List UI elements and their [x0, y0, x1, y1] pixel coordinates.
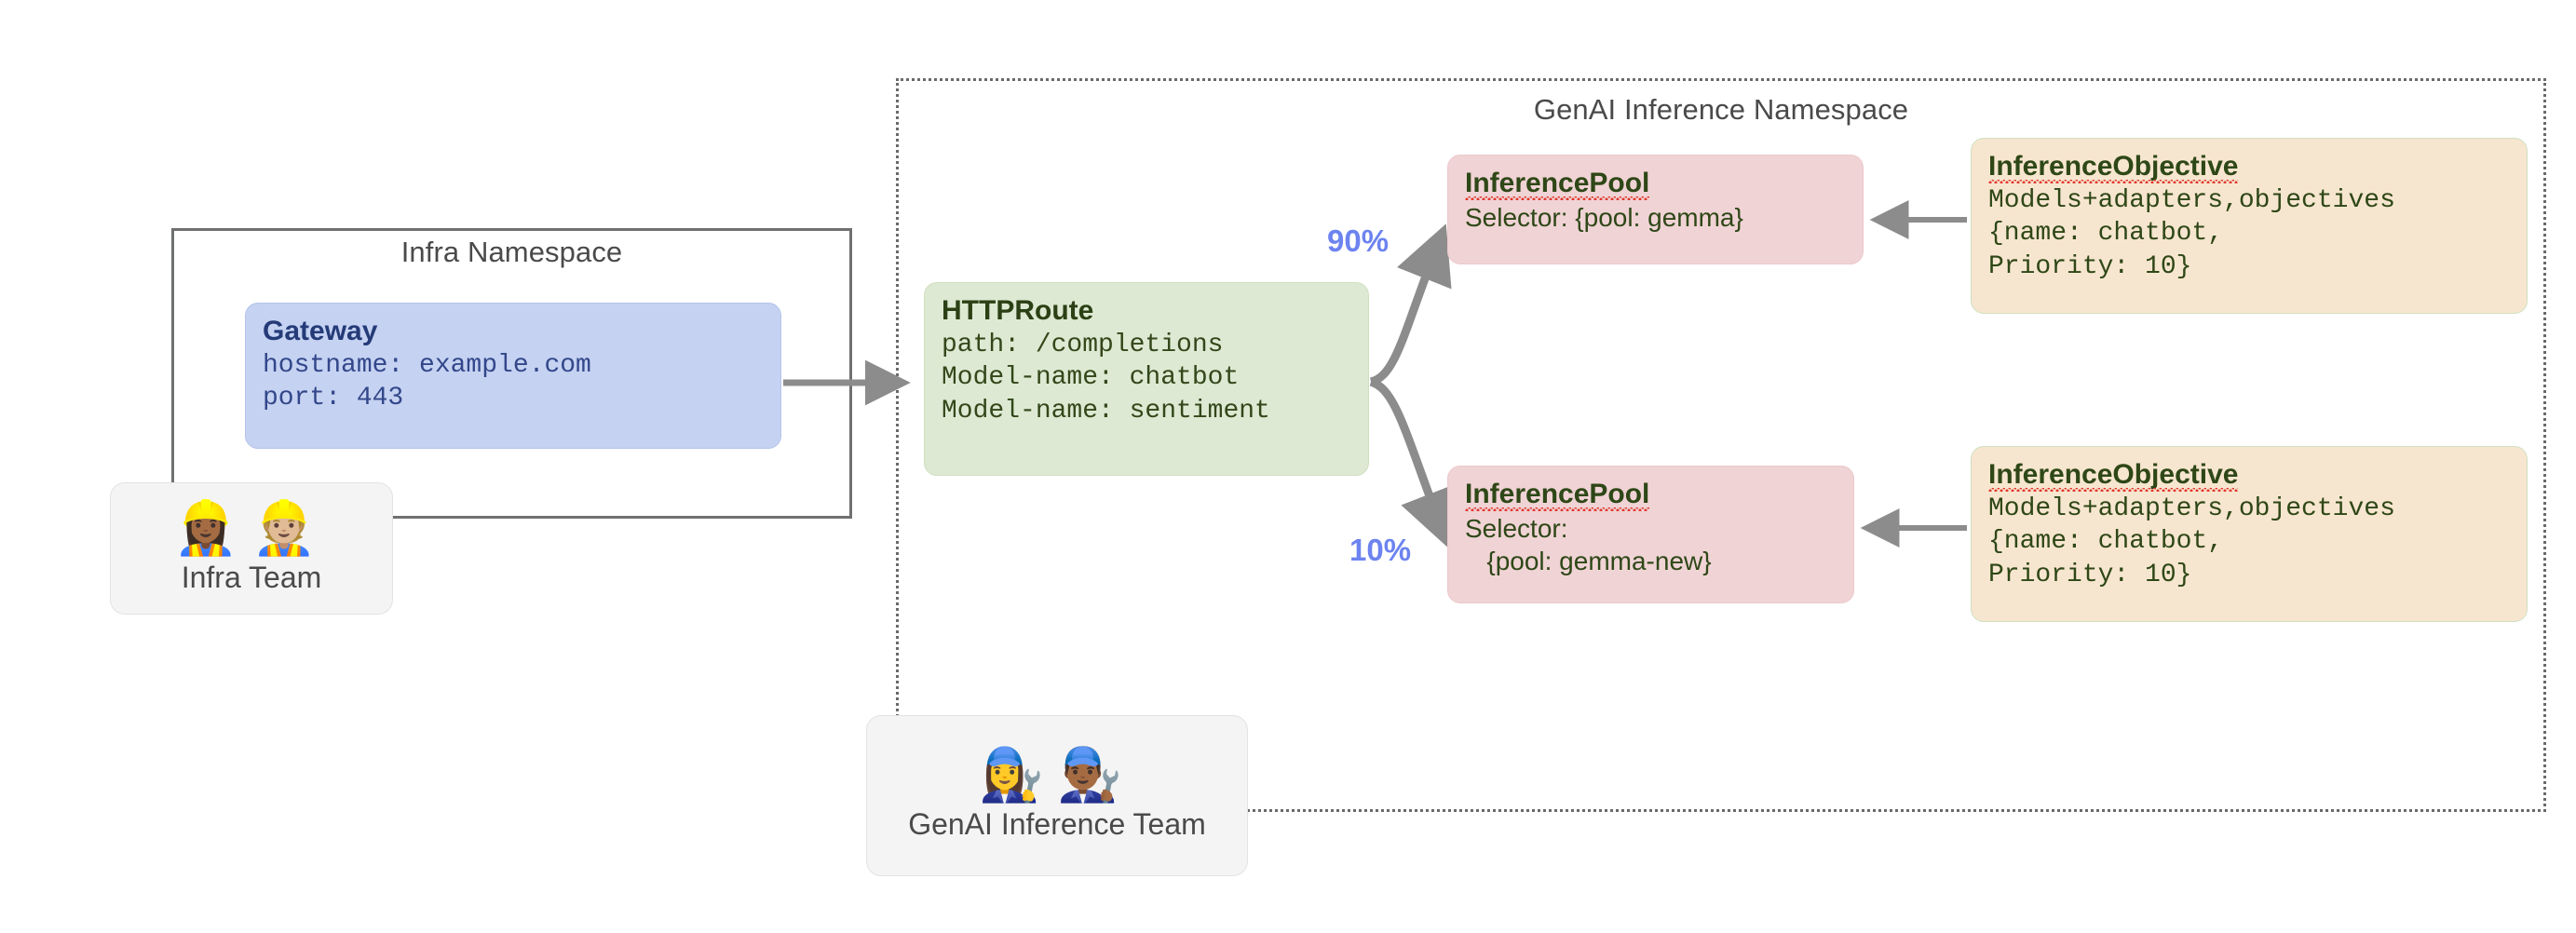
gateway-title: Gateway [263, 316, 378, 346]
construction-worker-icon: 👷🏾‍♀️👷🏼 [173, 497, 330, 559]
httproute-card[interactable]: HTTPRoute path: /completions Model-name:… [924, 282, 1369, 476]
gateway-port-line: port: 443 [263, 384, 404, 413]
inferenceobjective-bottom-line-1: Models+adapters,objectives [1988, 494, 2395, 523]
inferenceobjective-bottom-line-2: {name: chatbot, [1988, 527, 2224, 557]
infra-team-card[interactable]: 👷🏾‍♀️👷🏼 Infra Team [110, 482, 393, 615]
inferencepool-gemma-selector-line: Selector: {pool: gemma} [1465, 202, 1743, 232]
httproute-title: HTTPRoute [942, 295, 1094, 326]
inferenceobjective-top-line-2: {name: chatbot, [1988, 219, 2224, 249]
gateway-card[interactable]: Gateway hostname: example.com port: 443 [245, 303, 781, 449]
inferenceobjective-top-line-3: Priority: 10} [1988, 252, 2192, 282]
inferencepool-gemma-card[interactable]: InferencePool Selector: {pool: gemma} [1447, 155, 1864, 264]
inferenceobjective-bottom-line-3: Priority: 10} [1988, 561, 2192, 590]
httproute-path-line: path: /completions [942, 330, 1224, 359]
mechanic-icon: 👩‍🔧👨🏾‍🔧 [979, 745, 1135, 805]
genai-namespace-container [896, 78, 2546, 812]
inferencepool-gemma-new-card[interactable]: InferencePool Selector: {pool: gemma-new… [1447, 466, 1854, 603]
gateway-hostname-line: hostname: example.com [263, 350, 591, 380]
inferencepool-gemma-title: InferencePool [1465, 167, 1650, 201]
inferencepool-gemma-new-selector-label: Selector: [1465, 513, 1568, 543]
genai-namespace-title: GenAI Inference Namespace [1533, 93, 1909, 126]
infra-namespace-container [171, 228, 852, 519]
inferenceobjective-top-line-1: Models+adapters,objectives [1988, 185, 2395, 215]
httproute-model-name-chatbot-line: Model-name: chatbot [942, 363, 1240, 393]
weight-label-10-percent: 10% [1349, 533, 1412, 567]
inferenceobjective-bottom-title: InferenceObjective [1988, 458, 2239, 493]
genai-team-label: GenAI Inference Team [908, 807, 1206, 841]
inferenceobjective-bottom-card[interactable]: InferenceObjective Models+adapters,objec… [1971, 446, 2528, 622]
inferencepool-gemma-new-selector-value: {pool: gemma-new} [1465, 547, 1712, 576]
inferenceobjective-top-title: InferenceObjective [1988, 150, 2239, 184]
weight-label-90-percent: 90% [1327, 223, 1390, 258]
httproute-model-name-sentiment-line: Model-name: sentiment [942, 397, 1270, 426]
inferencepool-gemma-new-title: InferencePool [1465, 478, 1650, 512]
genai-team-card[interactable]: 👩‍🔧👨🏾‍🔧 GenAI Inference Team [866, 715, 1248, 876]
inferenceobjective-top-card[interactable]: InferenceObjective Models+adapters,objec… [1971, 138, 2528, 314]
infra-namespace-title: Infra Namespace [400, 236, 623, 268]
infra-team-label: Infra Team [181, 560, 322, 594]
